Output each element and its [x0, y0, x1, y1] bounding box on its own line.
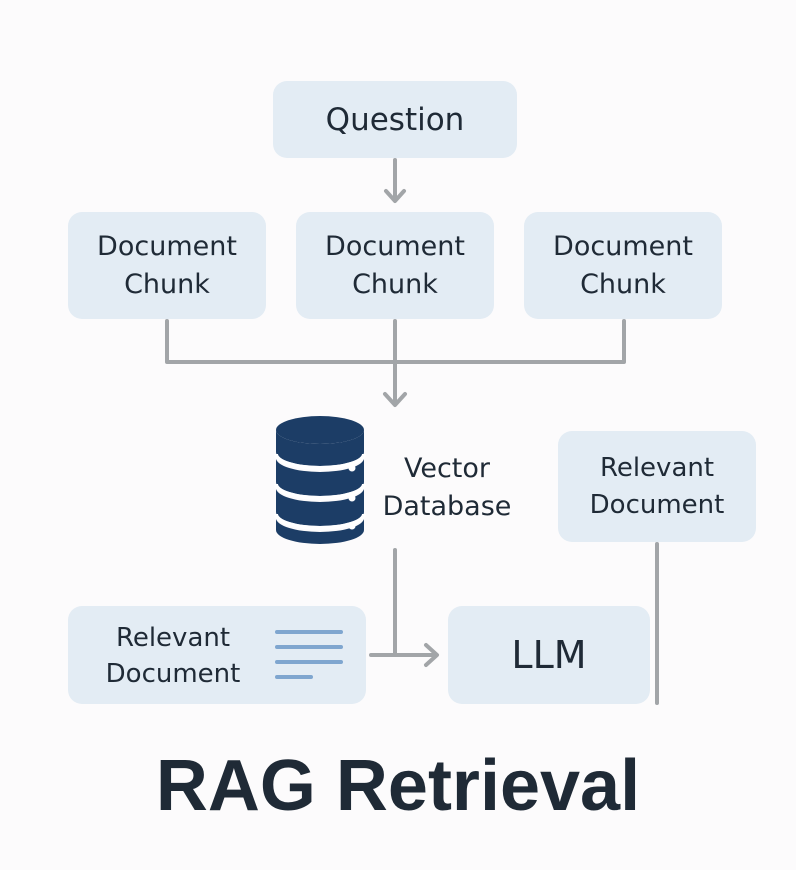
relevant-right-line-1: Relevant	[599, 452, 715, 483]
document-chunk-3: Document Chunk	[524, 212, 722, 319]
relevant-document-left: Relevant Document	[68, 606, 366, 704]
vector-db-line-2: Database	[382, 491, 512, 522]
arrowhead-db	[383, 392, 407, 407]
chunk-1-line-2: Chunk	[124, 268, 210, 300]
llm-box: LLM	[448, 606, 650, 704]
chunk-3-line-1: Document	[553, 230, 693, 262]
relevant-right-line-2: Document	[589, 489, 725, 520]
chunk-3-line-2: Chunk	[580, 268, 666, 300]
relevant-left-line-2: Document	[105, 659, 241, 689]
llm-label: LLM	[511, 633, 587, 677]
arrowhead-llm	[424, 643, 439, 667]
vector-db-line-1: Vector	[403, 453, 491, 484]
chunk-2-line-2: Chunk	[352, 268, 438, 300]
db-to-llm-line	[393, 548, 438, 657]
document-chunk-1: Document Chunk	[68, 212, 266, 319]
chunk-2-line-1: Document	[325, 230, 465, 262]
question-box: Question	[273, 81, 517, 158]
arrowhead-question	[384, 189, 406, 203]
document-chunk-2: Document Chunk	[296, 212, 494, 319]
vector-database-label: Vector Database	[372, 450, 522, 526]
question-label: Question	[325, 101, 465, 138]
database-icon	[274, 416, 366, 544]
chunk-1-line-1: Document	[97, 230, 237, 262]
relevant-document-right: Relevant Document	[558, 431, 756, 542]
document-lines-icon	[275, 630, 343, 679]
relevant-left-line-1: Relevant	[115, 623, 231, 653]
diagram-title: RAG Retrieval	[155, 746, 641, 826]
